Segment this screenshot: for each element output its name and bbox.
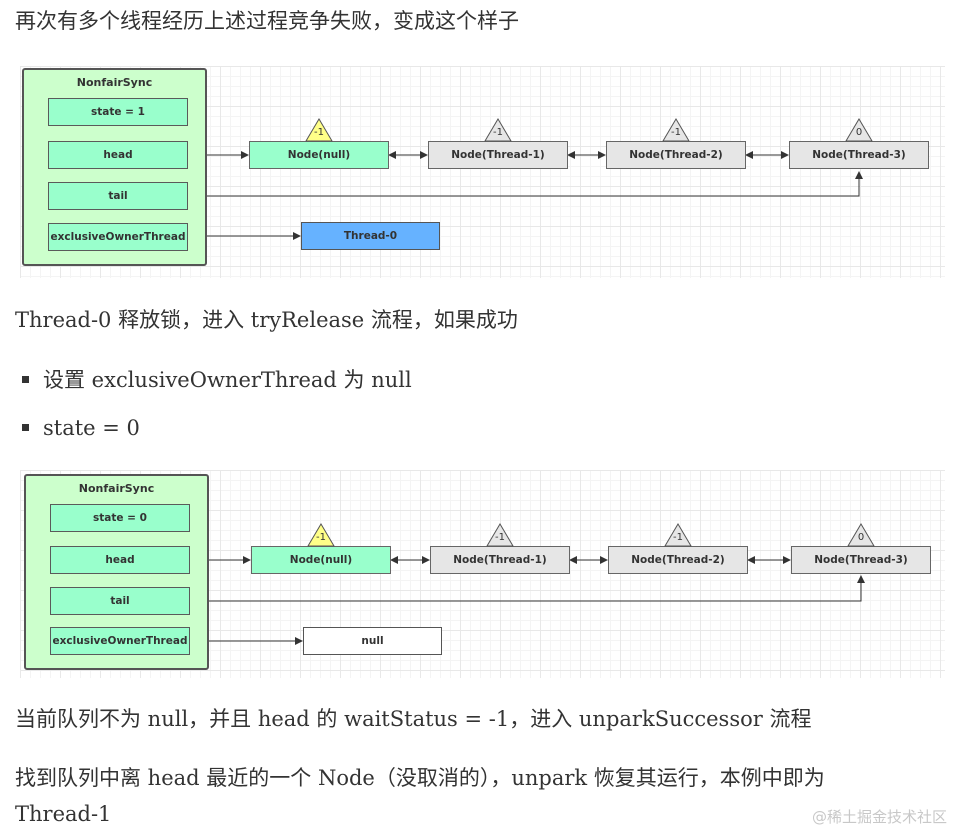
owner-thread-field: exclusiveOwnerThread: [50, 627, 190, 655]
wait-status-marker: 0: [847, 523, 875, 547]
head-field: head: [48, 141, 188, 169]
wait-status-marker: -1: [486, 523, 514, 547]
wait-status-marker: -1: [305, 118, 333, 142]
owner-thread-field: exclusiveOwnerThread: [48, 223, 188, 251]
state-field: state = 0: [50, 504, 190, 532]
tail-field: tail: [48, 182, 188, 210]
list-item-text: state = 0: [43, 416, 140, 440]
node-thread-3: Node(Thread-3): [789, 141, 929, 169]
paragraph-release: Thread-0 释放锁，进入 tryRelease 流程，如果成功: [15, 308, 518, 332]
node-null: Node(null): [251, 546, 391, 574]
wait-status-marker: 0: [845, 118, 873, 142]
paragraph-successor-line1: 找到队列中离 head 最近的一个 Node（没取消的），unpark 恢复其运…: [15, 766, 825, 790]
list-item-text: 设置 exclusiveOwnerThread 为 null: [43, 368, 412, 392]
bullet-dot: [22, 376, 29, 383]
wait-status-marker: -1: [664, 523, 692, 547]
head-field: head: [50, 546, 190, 574]
wait-status-marker: -1: [307, 523, 335, 547]
owner-thread-value: null: [303, 627, 442, 655]
nonfair-sync-title: NonfairSync: [78, 482, 155, 495]
node-null: Node(null): [249, 141, 389, 169]
nonfair-sync-title: NonfairSync: [76, 76, 153, 89]
node-thread-3: Node(Thread-3): [791, 546, 931, 574]
paragraph-intro: 再次有多个线程经历上述过程竞争失败，变成这个样子: [15, 9, 519, 33]
list-item: 设置 exclusiveOwnerThread 为 null: [22, 365, 412, 395]
node-thread-2: Node(Thread-2): [608, 546, 748, 574]
wait-status-marker: -1: [662, 118, 690, 142]
watermark: @稀土掘金技术社区: [811, 808, 947, 826]
paragraph-unpark: 当前队列不为 null，并且 head 的 waitStatus = -1，进入…: [15, 707, 812, 731]
owner-thread-value: Thread-0: [301, 222, 440, 250]
diagram-queue-before: NonfairSync state = 1 head tail exclusiv…: [20, 66, 945, 278]
paragraph-successor-line2: Thread-1: [15, 802, 112, 826]
list-item: state = 0: [22, 413, 140, 443]
node-thread-1: Node(Thread-1): [430, 546, 570, 574]
state-field: state = 1: [48, 98, 188, 126]
node-thread-1: Node(Thread-1): [428, 141, 568, 169]
diagram-queue-after: NonfairSync state = 0 head tail exclusiv…: [20, 470, 945, 678]
tail-field: tail: [50, 587, 190, 615]
bullet-dot: [22, 424, 29, 431]
node-thread-2: Node(Thread-2): [606, 141, 746, 169]
wait-status-marker: -1: [484, 118, 512, 142]
